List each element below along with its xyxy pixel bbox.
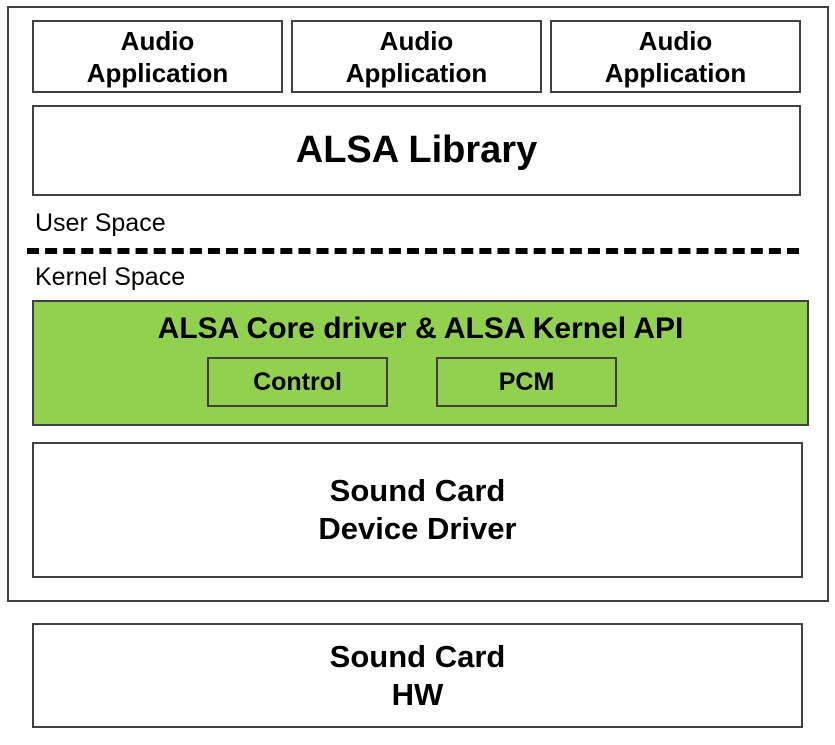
app-label-line2: Application	[604, 57, 747, 88]
hw-label-line2: HW	[391, 676, 444, 712]
audio-application-box-1: Audio Application	[32, 20, 283, 93]
sound-card-device-driver-box: Sound Card Device Driver	[32, 442, 803, 578]
app-label-line1: Audio	[638, 25, 713, 56]
audio-application-box-2: Audio Application	[291, 20, 542, 93]
user-space-label: User Space	[35, 209, 166, 237]
control-box: Control	[207, 357, 388, 407]
control-label: Control	[253, 367, 342, 396]
sound-card-hw-box: Sound Card HW	[32, 623, 803, 728]
hw-label-line1: Sound Card	[329, 638, 506, 674]
pcm-box: PCM	[436, 357, 617, 407]
driver-label-line2: Device Driver	[318, 511, 517, 546]
alsa-library-label: ALSA Library	[295, 129, 538, 171]
user-kernel-divider	[27, 248, 799, 254]
app-label-line1: Audio	[120, 25, 195, 56]
app-label-line2: Application	[345, 57, 488, 88]
alsa-core-box: ALSA Core driver & ALSA Kernel API	[32, 300, 809, 426]
kernel-space-label: Kernel Space	[35, 263, 186, 291]
app-label-line1: Audio	[379, 25, 454, 56]
alsa-library-box: ALSA Library	[32, 105, 801, 196]
alsa-core-title: ALSA Core driver & ALSA Kernel API	[157, 312, 684, 345]
driver-label-line1: Sound Card	[329, 473, 506, 508]
pcm-label: PCM	[498, 367, 555, 396]
audio-application-box-3: Audio Application	[550, 20, 801, 93]
app-label-line2: Application	[86, 57, 229, 88]
